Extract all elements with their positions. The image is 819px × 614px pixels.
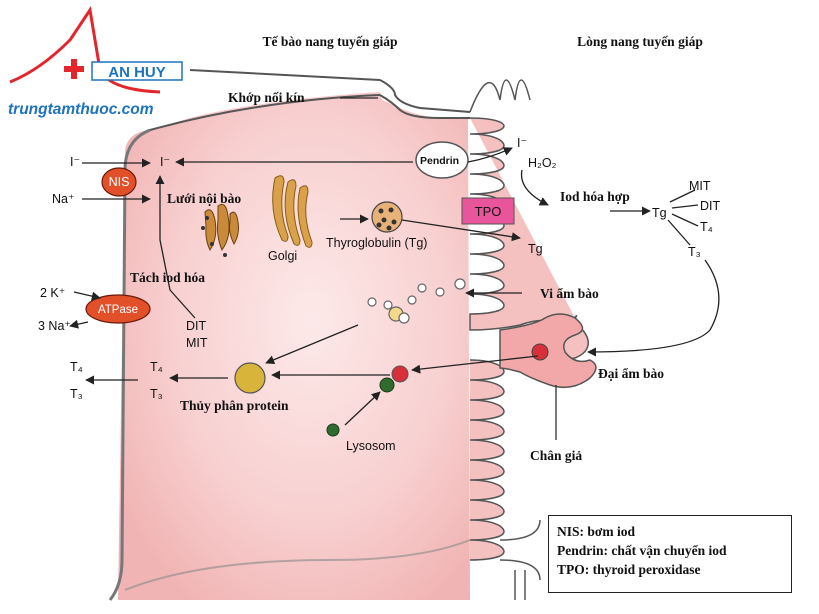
nis-transporter (101, 167, 137, 197)
er-label: Lưới nội bào (167, 191, 241, 206)
na-in-label: Na⁺ (52, 192, 75, 206)
macropinocytosis-label: Đại ẩm bào (598, 366, 664, 381)
pseudopod-label: Chân giả (530, 448, 582, 463)
endoplasmic-reticulum (201, 203, 239, 257)
mit-cell-label: MIT (186, 336, 208, 350)
golgi-label: Golgi (268, 249, 297, 263)
iodide-lumen-label: I⁻ (517, 136, 527, 150)
tg-lumen-label: Tg (652, 206, 667, 220)
t3-out-label: T₃ (70, 387, 83, 401)
nis-label: NIS (109, 175, 130, 189)
logo-website[interactable]: trungtamthuoc.com (8, 101, 154, 118)
micro-vesicles (367, 278, 466, 324)
iodination-label: Iod hóa hợp (560, 189, 630, 204)
pendrin-transporter (415, 141, 469, 179)
lysosome-label: Lysosom (346, 439, 396, 453)
tg-out-label: Tg (528, 242, 543, 256)
micropinocytosis-label: Vi ẩm bào (540, 286, 599, 301)
iodide-in-label: I⁻ (70, 155, 80, 169)
follicular-cell (108, 69, 471, 601)
na-out-label: 3 Na⁺ (38, 319, 71, 333)
legend-item: TPO: thyroid peroxidase (557, 562, 701, 577)
dit-lumen-label: DIT (700, 199, 721, 213)
pathway-arrows (69, 97, 720, 426)
h2o2-label: H₂O₂ (528, 156, 557, 170)
hydrolysis-label: Thủy phân protein (180, 398, 289, 413)
thyroglobulin-label: Thyroglobulin (Tg) (326, 236, 427, 250)
hydrolysis-vesicle (234, 362, 266, 394)
thyroglobulin-vesicle (371, 201, 403, 233)
tight-junction-label: Khớp nối kín (228, 90, 305, 105)
legend-item: NIS: bơm iod (557, 524, 635, 539)
t3-lumen-label: T₃ (688, 245, 701, 259)
logo: AN HUY (9, 6, 183, 94)
legend-box: NIS: bơm iod Pendrin: chất vận chuyển io… (548, 515, 792, 593)
legend-item: Pendrin: chất vận chuyển iod (557, 543, 727, 558)
golgi-apparatus (272, 175, 313, 248)
header-right: Lòng nang tuyến giáp (577, 34, 703, 49)
atpase-pump (85, 294, 151, 324)
deiodination-label: Tách iod hóa (130, 270, 205, 285)
iodide-cell-label: I⁻ (160, 155, 170, 169)
tpo-enzyme (461, 197, 515, 225)
t3-cell-label: T₃ (150, 387, 163, 401)
atpase-label: ATPase (98, 304, 138, 316)
t4-cell-label: T₄ (150, 360, 163, 374)
tpo-label: TPO (475, 204, 502, 219)
t4-out-label: T₄ (70, 360, 83, 374)
t4-lumen-label: T₄ (700, 220, 713, 234)
header-left: Tế bào nang tuyến giáp (262, 34, 397, 49)
pendrin-label: Pendrin (420, 155, 459, 167)
logo-brand: AN HUY (108, 64, 166, 81)
k-in-label: 2 K⁺ (40, 286, 65, 300)
lysosome-vesicles (326, 365, 409, 437)
dit-cell-label: DIT (186, 319, 207, 333)
mit-lumen-label: MIT (689, 179, 711, 193)
